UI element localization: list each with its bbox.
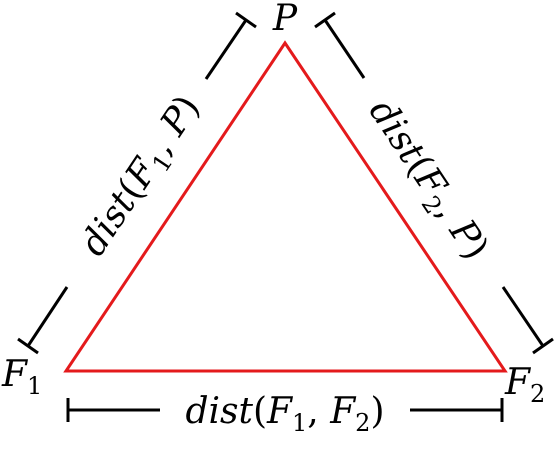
dimension-line-f2-p-lower xyxy=(501,286,545,347)
label-dist-f1-p: dist(F1, P) xyxy=(73,88,213,266)
dimension-f1-p: dist(F1, P) xyxy=(17,11,257,355)
dimension-f2-p: dist(F2, P) xyxy=(314,11,554,355)
dimension-tick-f1-p-top xyxy=(235,11,257,29)
triangle-f1-f2-p xyxy=(63,40,508,373)
label-dist-f1-f2: dist(F1, F2) xyxy=(185,391,384,437)
dimension-f1-f2: dist(F1, F2) xyxy=(66,391,504,437)
vertex-label-f2: F2 xyxy=(504,362,545,408)
dimension-line-f1-p-upper xyxy=(204,19,248,80)
dimension-tick-f1-p-bottom xyxy=(17,337,39,355)
vertex-label-p: P xyxy=(272,0,298,39)
dimension-tick-f2-p-bottom xyxy=(532,337,554,355)
dimension-tick-f2-p-top xyxy=(314,11,336,29)
dimension-line-f1-p-lower xyxy=(26,286,69,347)
vertex-label-f1: F1 xyxy=(1,354,42,400)
dimension-line-f2-p-upper xyxy=(323,19,366,79)
